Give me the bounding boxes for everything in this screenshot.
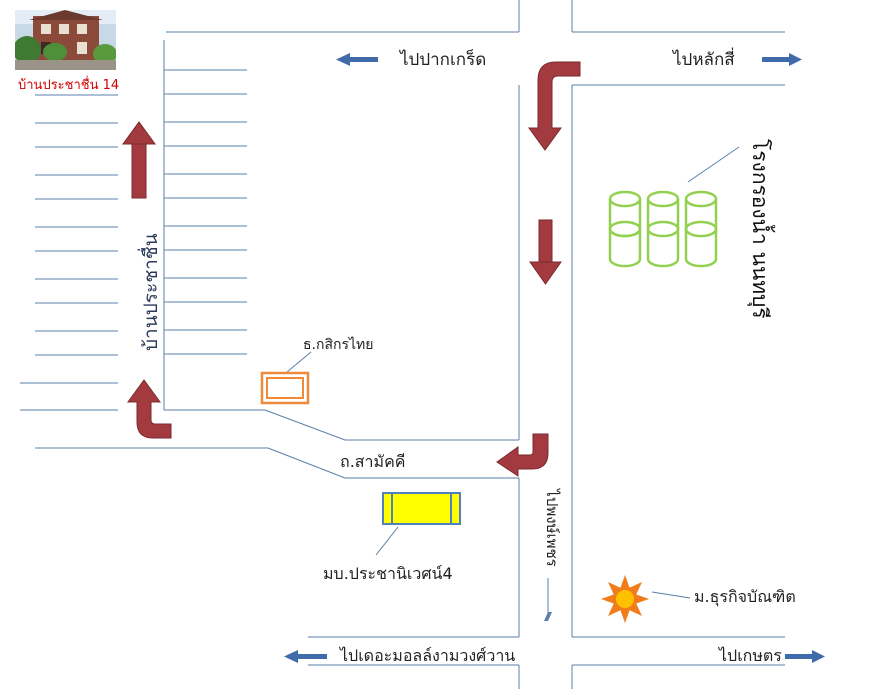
turn-arrow-icon — [528, 61, 581, 151]
label-to-phong-phet: ไปพงษ์เพชร — [543, 489, 561, 567]
label-water-plant: โรงกรองน้ำ นนทบุรี — [748, 139, 772, 319]
house-photo — [15, 10, 116, 70]
label-to-lak-si: ไปหลักสี่ — [673, 50, 735, 70]
arrow-left-icon — [284, 650, 327, 663]
bank-icon — [260, 371, 310, 405]
turn-arrow-icon — [127, 379, 172, 439]
arrow-right-icon — [762, 53, 802, 66]
label-village: มบ.ประชานิเวศน์4 — [323, 564, 453, 583]
turn-arrow-icon — [496, 433, 549, 477]
label-to-pak-kret: ไปปากเกร็ด — [400, 50, 487, 70]
label-kasikorn-bank: ธ.กสิกรไทย — [303, 337, 374, 353]
label-samakkhi-road: ถ.สามัคคี — [340, 452, 406, 471]
village-icon — [382, 492, 461, 525]
water-tank-icon — [608, 190, 718, 268]
arrow-right-icon — [785, 650, 825, 663]
sun-icon — [601, 575, 649, 623]
label-to-the-mall: ไปเดอะมอลล์งามวงศ์วาน — [340, 646, 516, 665]
direction-arrows — [284, 53, 825, 663]
arrow-up-icon — [122, 121, 156, 199]
arrow-left-icon — [336, 53, 378, 66]
place-name: บ้านประชาชื่น 14 — [18, 78, 120, 93]
arrow-down-icon — [529, 219, 562, 285]
label-road-ban-prachachuen: บ้านประชาชื่น — [140, 233, 162, 351]
label-university: ม.ธุรกิจบัณฑิต — [694, 587, 796, 606]
route-arrows — [122, 61, 581, 477]
label-to-kaset: ไปเกษตร — [719, 646, 782, 665]
